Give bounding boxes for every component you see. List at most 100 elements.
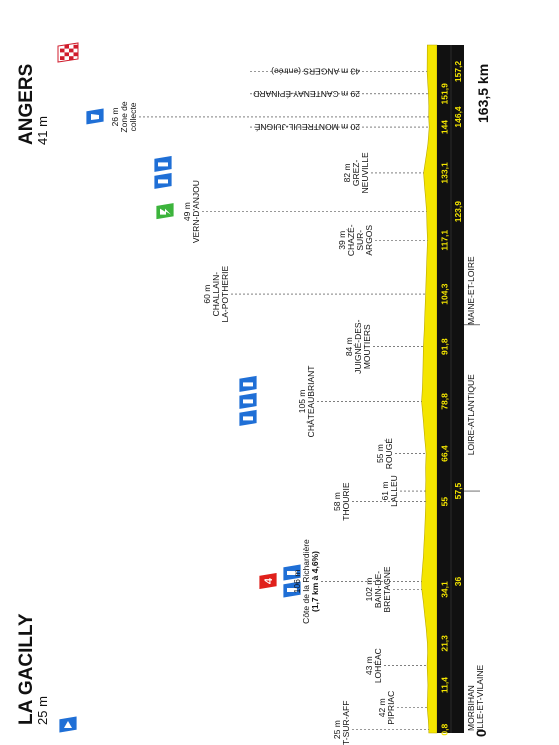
- place-leaders: [139, 71, 430, 730]
- km-label-top: 21,3: [440, 635, 450, 652]
- finish-check: [69, 48, 74, 53]
- feed-glyph: [287, 588, 297, 593]
- right-label: 20 m MONTREUIL-JUIGNÉ: [254, 122, 360, 132]
- finish-check: [73, 52, 78, 57]
- place-name: BRETAGNE: [382, 566, 392, 612]
- place-name: SUR-: [355, 230, 365, 251]
- place-name: THOURIE: [341, 482, 351, 521]
- place-name: collecte: [128, 102, 138, 131]
- profile-area: [421, 44, 438, 734]
- place-altitude: 26 m: [110, 108, 120, 127]
- place-altitude: 82 m: [342, 163, 352, 182]
- intermediate-sprint-icon: [155, 202, 175, 221]
- start-flag-icon: [58, 715, 78, 734]
- finish-check: [69, 56, 74, 60]
- place-name: SIXT-SUR-AFF: [341, 701, 351, 745]
- place-name: CHÂTEAUBRIANT: [306, 366, 316, 438]
- km-label-top: 66,4: [440, 445, 450, 462]
- refreshment-icon: [153, 154, 173, 173]
- km-label-top: 0,8: [440, 723, 450, 735]
- place-name: ARGOS: [364, 225, 374, 256]
- marker-icons: 4: [57, 42, 302, 734]
- place-altitude: 43 m: [364, 656, 374, 675]
- km-label-bottom: 57,5: [453, 483, 463, 500]
- km-label-top: 133,1: [440, 162, 450, 184]
- place-name: ROUGÉ: [384, 438, 394, 470]
- right-label-group: 43 m ANGERS (entrée): [271, 67, 360, 77]
- refreshment-icon: [238, 391, 258, 410]
- place-altitude: 39 m: [337, 231, 347, 250]
- finish-check: [64, 44, 69, 49]
- place-name: Côte de la Richardière: [301, 539, 311, 624]
- km-label-bottom: 157,2: [453, 61, 463, 83]
- place-altitude: 106 m: [292, 570, 302, 594]
- climb-icon-shape: [258, 572, 278, 590]
- finish-check: [73, 44, 78, 49]
- place-altitude: 49 m: [182, 202, 192, 221]
- finish-town-name: ANGERS: [16, 64, 37, 145]
- place-name: VERN-D'ANJOU: [191, 180, 201, 243]
- feed-glyph: [243, 382, 253, 387]
- km-label-top: 55: [440, 497, 450, 507]
- place-name: (1,7 km à 4,6%): [310, 551, 320, 612]
- place-altitude: 60 m: [202, 285, 212, 304]
- right-label-group: 20 m MONTREUIL-JUIGNÉ: [254, 122, 360, 132]
- place-altitude: 42 m: [377, 698, 387, 717]
- refreshment-icon: [282, 580, 302, 599]
- feed-glyph: [243, 416, 253, 421]
- start-arrow: [64, 721, 72, 728]
- department-label: ILLE-ET-VILAINE: [475, 665, 485, 731]
- waste-glyph: [91, 113, 99, 120]
- feed-glyph: [287, 571, 297, 576]
- feed-glyph: [158, 162, 168, 167]
- refreshment-icon: [153, 171, 173, 190]
- place-name: CHALLAIN-: [211, 272, 221, 317]
- total-distance: 163,5 km: [475, 64, 491, 123]
- refreshment-icon: [238, 374, 258, 393]
- finish-check: [60, 48, 65, 53]
- km-label-top: 104,3: [440, 283, 450, 305]
- labels: LA GACILLY 25 m ANGERS 41 m 0 163,5 km 0…: [16, 61, 491, 745]
- place-altitude: 102 m: [364, 578, 374, 602]
- feed-glyph: [158, 179, 168, 184]
- place-altitude: 25 m: [332, 720, 342, 739]
- waste-zone-icon: [85, 107, 105, 126]
- place-name: CHAZÉ-: [346, 224, 356, 256]
- km-label-bottom: 146,4: [453, 106, 463, 128]
- place-name: MOUTIERS: [362, 324, 372, 369]
- feed-glyph: [243, 399, 253, 404]
- place-name: LOHÉAC: [373, 648, 383, 683]
- refreshment-icon: [282, 563, 302, 582]
- place-name: BAIN-DE-: [373, 571, 383, 608]
- place-altitude: 55 m: [375, 444, 385, 463]
- place-altitude: 84 m: [344, 337, 354, 356]
- km-label-top: 144: [440, 120, 450, 134]
- department-label: MORBIHAN: [466, 685, 476, 731]
- place-name: GREZ-: [351, 160, 361, 187]
- km-label-top: 91,8: [440, 338, 450, 355]
- start-town-name: LA GACILLY: [16, 613, 37, 725]
- right-label: 43 m ANGERS (entrée): [271, 67, 360, 77]
- place-altitude: 58 m: [332, 492, 342, 511]
- right-label-group: 29 m CANTENAY-ÉPINARD: [253, 89, 360, 99]
- finish-check: [64, 52, 69, 57]
- km-label-bottom: 36: [453, 577, 463, 587]
- km-label-top: 34,1: [440, 581, 450, 598]
- department-label: MAINE-ET-LOIRE: [466, 256, 476, 325]
- place-name: LA-POTHERIE: [220, 265, 230, 322]
- start-km-zero: 0: [473, 729, 489, 737]
- km-label-top: 78,8: [440, 393, 450, 410]
- km-label-top: 117,1: [440, 230, 450, 251]
- climb-category: 4: [263, 577, 275, 584]
- km-label-top: 11,4: [440, 677, 450, 693]
- start-altitude: 25 m: [35, 696, 50, 725]
- place-altitude: 105 m: [297, 390, 307, 414]
- place-name: NEUVILLE: [360, 152, 370, 193]
- km-label-bottom: 123,9: [453, 201, 463, 223]
- refreshment-icon: [238, 408, 258, 427]
- elevation-profile: [421, 44, 480, 734]
- place-altitude: 61 m: [380, 482, 390, 501]
